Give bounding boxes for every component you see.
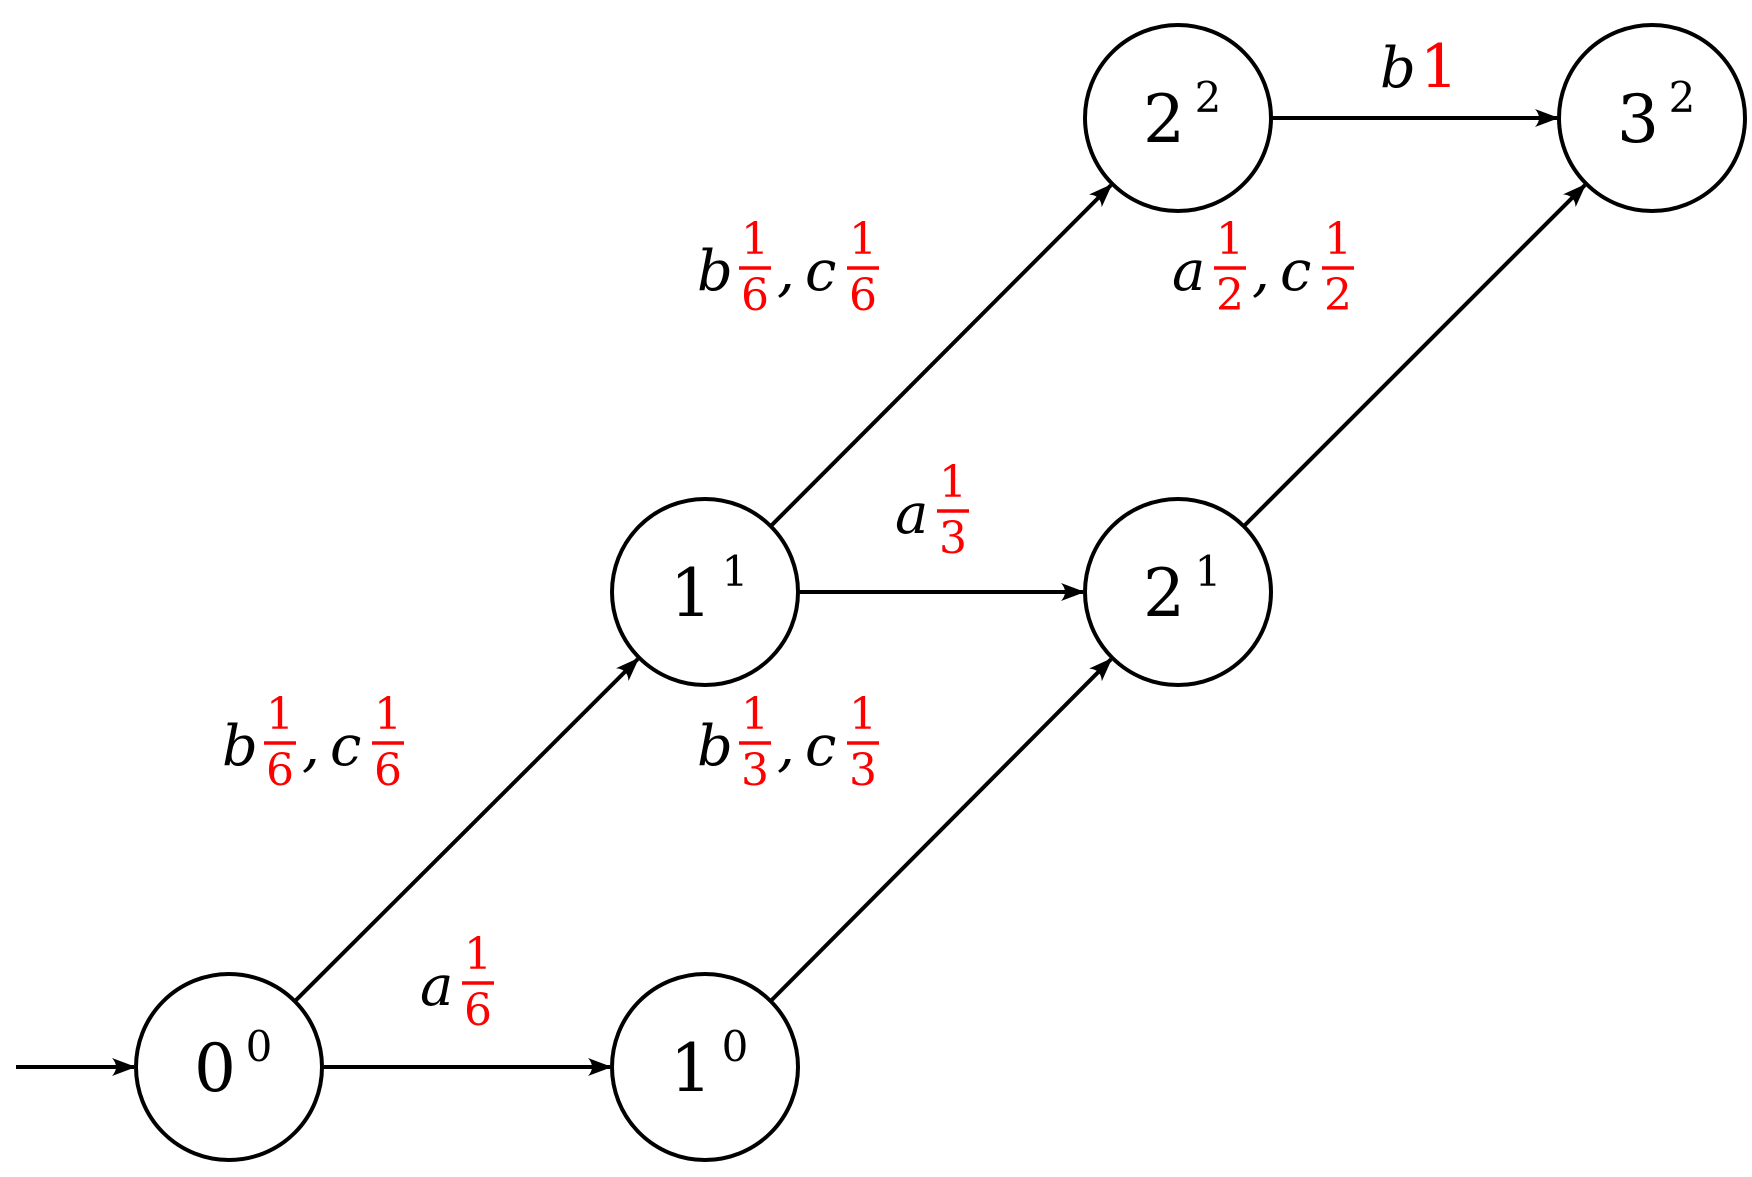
- state-sup: 1: [722, 547, 749, 596]
- prob-numerator: 1: [939, 457, 967, 508]
- transition-symbol: c: [1280, 239, 1311, 304]
- prob-numerator: 1: [849, 214, 877, 265]
- label-comma: ,: [777, 239, 795, 304]
- prob-denominator: 3: [849, 745, 877, 796]
- state-base: 2: [1143, 555, 1185, 632]
- transition-symbol: c: [805, 714, 836, 779]
- prob-denominator: 3: [741, 745, 769, 796]
- label-comma: ,: [777, 714, 795, 779]
- prob-numerator: 1: [1216, 214, 1244, 265]
- transition-symbol: c: [330, 714, 361, 779]
- state-base: 1: [670, 555, 712, 632]
- transition-symbol: a: [1172, 239, 1205, 304]
- prob-numerator: 1: [741, 214, 769, 265]
- prob-denominator: 3: [939, 513, 967, 564]
- transition-symbol: c: [805, 239, 836, 304]
- state-base: 0: [194, 1030, 236, 1107]
- state-circle: [1083, 497, 1273, 687]
- state-base: 1: [670, 1030, 712, 1107]
- state-sup: 2: [1669, 73, 1696, 122]
- state-sup: 0: [722, 1022, 749, 1071]
- state-circle: [1083, 23, 1273, 213]
- edge-s10-s21: [769, 657, 1113, 1003]
- edge-s00-s11: [293, 657, 640, 1003]
- transition-symbol: b: [222, 714, 258, 779]
- state-circle: [134, 972, 324, 1162]
- prob-denominator: 6: [849, 270, 877, 321]
- state-circle: [1557, 23, 1747, 213]
- transition-symbol: b: [1380, 36, 1416, 101]
- label-comma: ,: [302, 714, 320, 779]
- label-comma: ,: [1252, 239, 1270, 304]
- state-circle: [610, 972, 800, 1162]
- prob-numerator: 1: [464, 929, 492, 980]
- prob-numerator: 1: [849, 689, 877, 740]
- transition-symbol: b: [697, 714, 733, 779]
- transition-symbol: a: [420, 954, 453, 1019]
- prob-denominator: 6: [464, 985, 492, 1036]
- edge-s11-s22: [769, 183, 1113, 528]
- prob-denominator: 2: [1324, 270, 1352, 321]
- state-base: 2: [1143, 81, 1185, 158]
- prob-denominator: 6: [741, 270, 769, 321]
- prob-numerator: 1: [374, 689, 402, 740]
- transition-symbol: a: [895, 482, 928, 547]
- state-base: 3: [1617, 81, 1659, 158]
- prob-denominator: 6: [266, 745, 294, 796]
- prob-denominator: 2: [1216, 270, 1244, 321]
- state-sup: 0: [246, 1022, 273, 1071]
- transition-symbol: b: [697, 239, 733, 304]
- prob-numerator: 1: [1324, 214, 1352, 265]
- edge-s21-s32: [1242, 183, 1587, 528]
- edges-layer: [16, 109, 1587, 1076]
- prob-numerator: 1: [741, 689, 769, 740]
- prob-value: 1: [1420, 32, 1458, 102]
- state-circle: [610, 497, 800, 687]
- state-sup: 2: [1195, 73, 1222, 122]
- prob-denominator: 6: [374, 745, 402, 796]
- state-sup: 1: [1195, 547, 1222, 596]
- prob-numerator: 1: [266, 689, 294, 740]
